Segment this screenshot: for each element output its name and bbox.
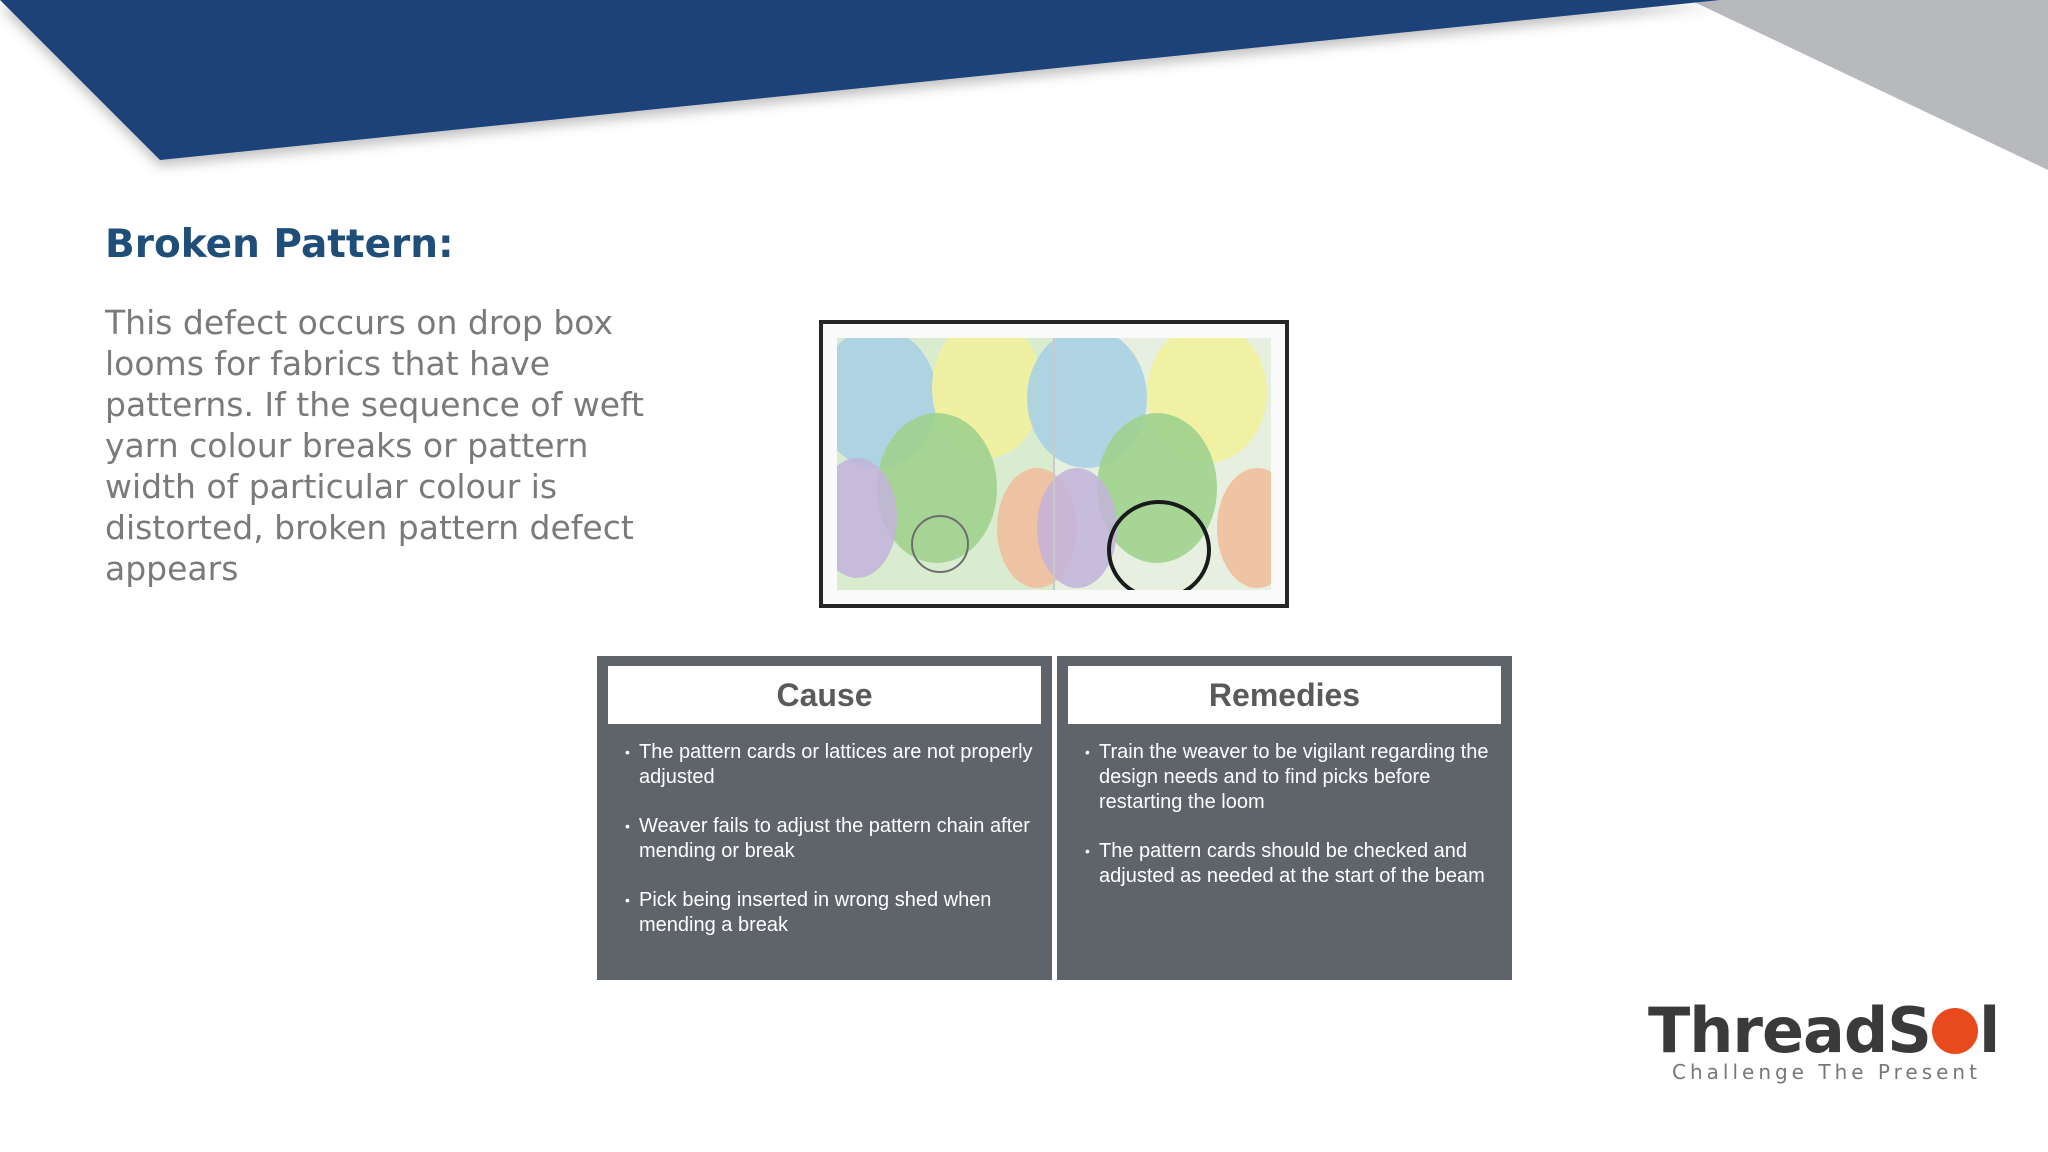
cause-item: Pick being inserted in wrong shed when m…	[625, 888, 1033, 938]
banner-grey-accent	[1690, 0, 2048, 170]
broken-pattern-fabric-photo	[837, 338, 1271, 590]
fabric-image	[819, 320, 1289, 608]
threadsol-logo: ThreadS l Challenge The Present	[1648, 996, 2000, 1086]
remedies-header: Remedies	[1068, 666, 1501, 724]
cause-header: Cause	[608, 666, 1041, 724]
cause-panel: Cause The pattern cards or lattices are …	[597, 656, 1052, 980]
cause-item: Weaver fails to adjust the pattern chain…	[625, 814, 1033, 864]
remedies-panel: Remedies Train the weaver to be vigilant…	[1057, 656, 1512, 980]
logo-brand-suffix: l	[1978, 994, 2000, 1067]
defect-description: This defect occurs on drop box looms for…	[105, 303, 644, 588]
banner-blue-band	[0, 0, 1720, 160]
cause-item: The pattern cards or lattices are not pr…	[625, 740, 1033, 790]
remedies-item: Train the weaver to be vigilant regardin…	[1085, 740, 1493, 815]
logo-dot-icon	[1931, 1008, 1978, 1054]
remedies-list: Train the weaver to be vigilant regardin…	[1085, 740, 1493, 913]
logo-brand-prefix: ThreadS	[1648, 994, 1932, 1067]
remedies-item: The pattern cards should be checked and …	[1085, 839, 1493, 889]
logo-tagline: Challenge The Present	[1672, 1060, 1981, 1084]
cause-list: The pattern cards or lattices are not pr…	[625, 740, 1033, 962]
slide-title: Broken Pattern:	[105, 222, 454, 267]
logo-wordmark: ThreadS l	[1648, 994, 2000, 1067]
header-banner	[0, 0, 2048, 170]
